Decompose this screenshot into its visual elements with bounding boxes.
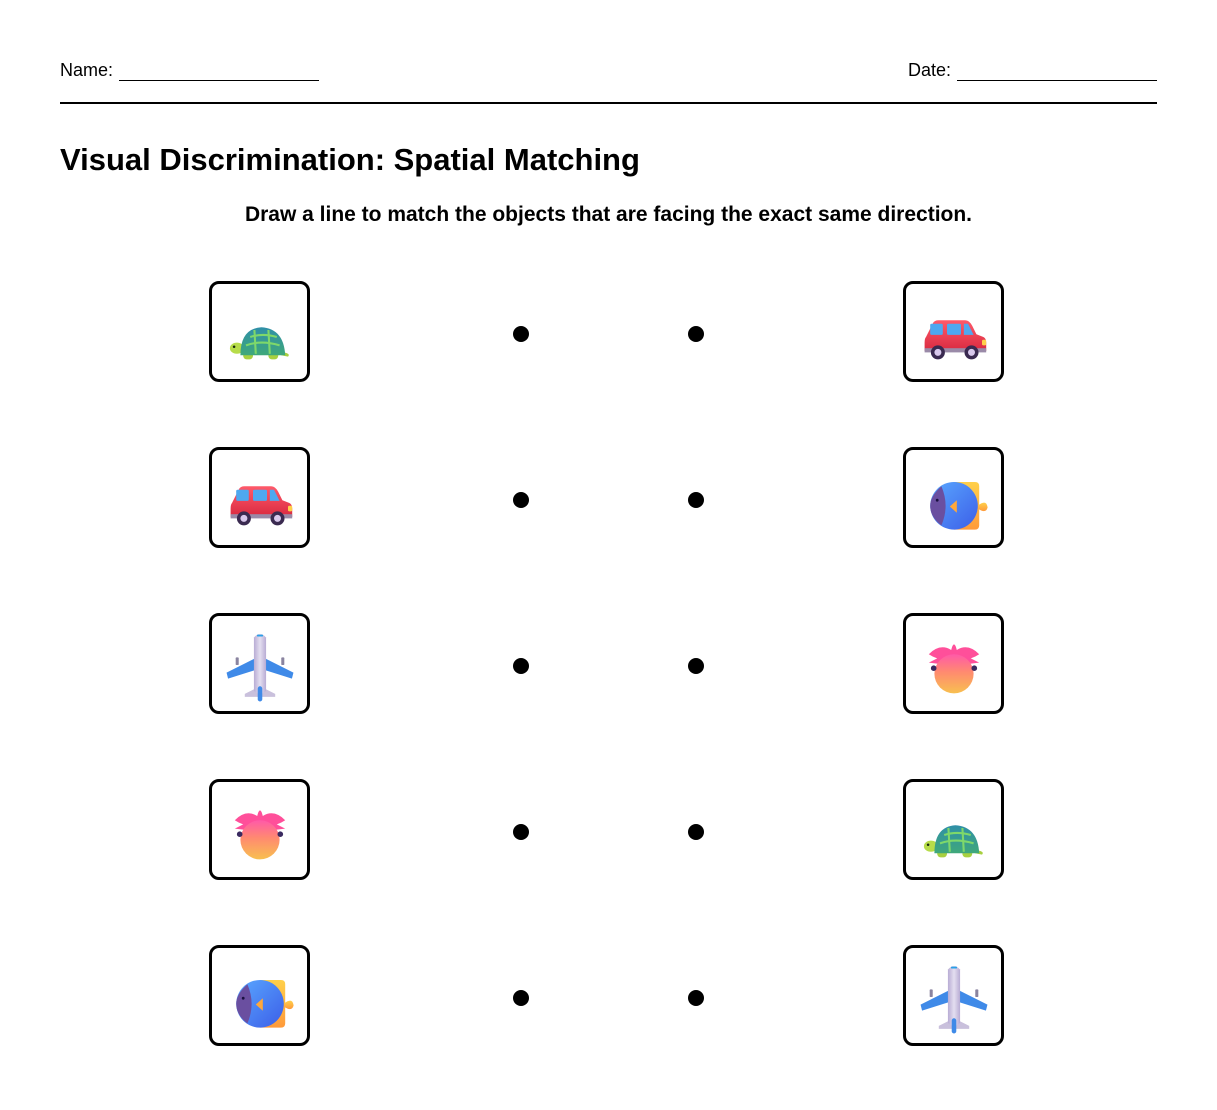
worksheet-header: Name: Date: bbox=[60, 58, 1157, 104]
left-dot[interactable] bbox=[513, 326, 529, 342]
car-icon bbox=[225, 468, 295, 538]
name-label: Name: bbox=[60, 60, 114, 80]
airplane-icon bbox=[222, 627, 298, 703]
match-row bbox=[0, 447, 1217, 553]
match-row bbox=[0, 945, 1217, 1051]
left-card-pineapple-face bbox=[209, 779, 310, 880]
left-card-turtle bbox=[209, 281, 310, 382]
right-dot[interactable] bbox=[688, 990, 704, 1006]
left-card-airplane bbox=[209, 613, 310, 714]
right-dot[interactable] bbox=[688, 326, 704, 342]
left-dot[interactable] bbox=[513, 990, 529, 1006]
date-label: Date: bbox=[907, 60, 951, 80]
left-dot[interactable] bbox=[513, 824, 529, 840]
fish-icon bbox=[225, 966, 295, 1036]
date-field[interactable]: Date: bbox=[908, 60, 1157, 81]
instructions: Draw a line to match the objects that ar… bbox=[244, 203, 973, 226]
date-blank-line[interactable] bbox=[957, 64, 1157, 81]
right-dot[interactable] bbox=[688, 658, 704, 674]
right-card-fish bbox=[903, 447, 1004, 548]
match-row bbox=[0, 613, 1217, 719]
pineapple-face-icon bbox=[919, 629, 989, 699]
pineapple-face-icon bbox=[225, 795, 295, 865]
right-card-pineapple-face bbox=[903, 613, 1004, 714]
right-card-turtle bbox=[903, 779, 1004, 880]
turtle-icon bbox=[225, 302, 295, 372]
left-dot[interactable] bbox=[513, 492, 529, 508]
left-card-fish bbox=[209, 945, 310, 1046]
car-icon bbox=[919, 302, 989, 372]
worksheet-title: Visual Discrimination: Spatial Matching bbox=[60, 142, 640, 177]
right-card-airplane bbox=[903, 945, 1004, 1046]
match-row bbox=[0, 779, 1217, 885]
airplane-icon bbox=[916, 959, 992, 1035]
right-dot[interactable] bbox=[688, 824, 704, 840]
left-card-car bbox=[209, 447, 310, 548]
turtle-icon bbox=[919, 800, 989, 870]
name-blank-line[interactable] bbox=[119, 64, 320, 81]
right-dot[interactable] bbox=[688, 492, 704, 508]
fish-icon bbox=[919, 468, 989, 538]
match-row bbox=[0, 281, 1217, 387]
name-field[interactable]: Name: bbox=[60, 60, 320, 81]
right-card-car bbox=[903, 281, 1004, 382]
left-dot[interactable] bbox=[513, 658, 529, 674]
